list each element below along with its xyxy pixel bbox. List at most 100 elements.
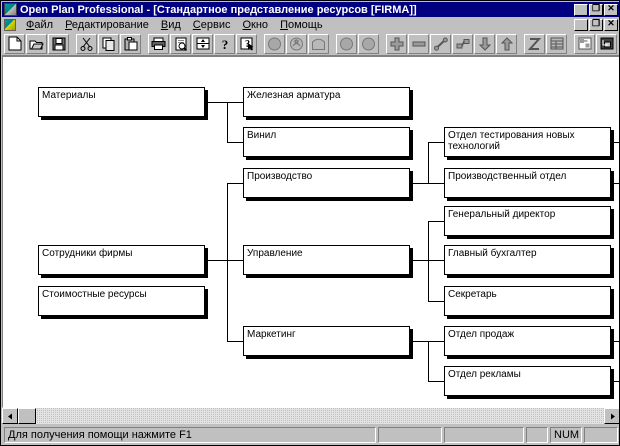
diagram-node-vinil[interactable]: Винил [243,127,410,157]
scrollbar-thumb[interactable] [18,408,36,424]
status-pane-a [378,427,442,443]
circle-filled-icon[interactable] [336,33,357,54]
diagram-node-label: Отдел продаж [448,329,515,340]
mdi-close-button[interactable]: ✕ [604,18,618,31]
document-icon[interactable] [4,18,16,31]
minimize-button[interactable]: _ [574,3,588,17]
menu-item-view-label: ид [168,18,181,31]
mdi-restore-icon: ❐ [591,18,601,28]
svg-text:?: ? [221,37,228,51]
diagram-node-label: Сотрудники фирмы [42,248,133,259]
diagram-node-label: Управление [247,248,303,259]
connector-n9-n7 [428,221,445,222]
menu-item-help[interactable]: Помощь [280,18,323,31]
diagram-node-label: Отдел тестирования новых технологий [448,130,575,152]
move-up-arrow-icon[interactable] [496,33,517,54]
diagram-node-sekretar[interactable]: Секретарь [444,286,611,316]
diagram-node-label: Винил [247,130,277,141]
status-pane-d [584,427,618,443]
mdi-minimize-button[interactable]: _ [574,18,588,32]
diagram-node-zheleznaya-armatura[interactable]: Железная арматура [243,87,410,117]
menu-item-view[interactable]: Вид [160,18,181,31]
mdi-minimize-icon: _ [577,20,585,32]
move-down-arrow-icon[interactable] [474,33,495,54]
horizontal-scrollbar[interactable] [2,408,619,424]
toolbar: ? ? [2,32,619,56]
unlink-icon[interactable] [452,33,473,54]
title-bar[interactable]: Open Plan Professional - [Стандартное пр… [2,2,619,17]
connector-n10-n9 [227,260,244,261]
mdi-window-buttons: _ ❐ ✕ [574,18,618,32]
menu-item-tools[interactable]: Сервис [192,18,231,31]
menu-item-edit[interactable]: Редактирование [65,18,149,31]
scroll-right-button[interactable] [604,408,619,424]
diagram-node-proizvodstvennyy-otdel[interactable]: Производственный отдел [444,168,611,198]
diagram-node-glavnyy-buhgalter[interactable]: Главный бухгалтер [444,245,611,275]
resource-circle-icon[interactable] [264,33,285,54]
diagram-node-generalnyy-direktor[interactable]: Генеральный директор [444,206,611,236]
link-icon[interactable] [430,33,451,54]
mdi-restore-button[interactable]: ❐ [589,18,603,31]
menu-item-edit-label: едактирование [71,18,149,31]
menu-item-file[interactable]: Файл [26,18,54,31]
paste-icon[interactable] [120,33,141,54]
diagram-node-label: Материалы [42,90,96,101]
connector-n6-spine [428,142,429,183]
diagram-node-label: Генеральный директор [448,209,556,220]
remove-minus-icon[interactable] [408,33,429,54]
connector-n10-out [208,260,227,261]
status-bar: Для получения помощи нажмите F1 NUM [2,425,619,445]
save-disk-icon[interactable] [48,33,69,54]
resource-pool-icon[interactable] [286,33,307,54]
print-preview-icon[interactable] [170,33,191,54]
sort-icon[interactable] [192,33,213,54]
help-question-icon[interactable]: ? [214,33,235,54]
diagram-node-stoimostnye-resursy[interactable]: Стоимостные ресурсы [38,286,205,316]
diagram-node-proizvodstvo[interactable]: Производство [243,168,410,198]
menu-item-window[interactable]: Окно [242,18,269,31]
connector-n15-out [611,381,619,382]
zigzag-icon[interactable] [524,33,545,54]
diagram-node-otdel-prodazh[interactable]: Отдел продаж [444,326,611,356]
menu-item-tools-label: ервис [200,18,231,31]
status-pane-c [526,427,548,443]
restore-icon: ❐ [591,3,601,13]
diagram-node-otdel-reklamy[interactable]: Отдел рекламы [444,366,611,396]
connector-n1-spine [227,102,228,143]
diagram-node-upravlenie[interactable]: Управление [243,245,410,275]
table-view-icon[interactable] [546,33,567,54]
minimize-icon: _ [577,5,585,17]
chevron-right-icon [610,413,615,419]
open-folder-icon[interactable] [26,33,47,54]
resource-breakdown-diagram: Материалы Железная арматура Винил Отдел … [3,57,619,407]
menu-bar: Файл Редактирование Вид Сервис Окно Помо… [2,17,619,32]
diagram-node-otdel-testirovaniya[interactable]: Отдел тестирования новых технологий [444,127,611,157]
circle-filled2-icon[interactable] [358,33,379,54]
fit-window-icon[interactable] [596,33,617,54]
layout-icon[interactable] [574,33,595,54]
scrollbar-track[interactable] [18,408,604,424]
close-button[interactable]: ✕ [604,3,618,16]
menu-item-window-label: кно [251,18,269,31]
connector-n4-out [611,142,619,143]
connector-n1-out [208,102,227,103]
new-file-icon[interactable] [4,33,25,54]
chevron-left-icon [7,413,12,419]
resource-group-icon[interactable] [308,33,329,54]
connector-n6-n5 [428,183,445,184]
diagram-node-marketing[interactable]: Маркетинг [243,326,410,356]
mdi-close-icon: ✕ [607,18,615,28]
print-icon[interactable] [148,33,169,54]
app-icon[interactable] [4,3,17,16]
diagram-node-sotrudniki-firmy[interactable]: Сотрудники фирмы [38,245,205,275]
add-plus-icon[interactable] [386,33,407,54]
restore-button[interactable]: ❐ [589,3,603,16]
context-help-icon[interactable]: ? [236,33,257,54]
copy-icon[interactable] [98,33,119,54]
diagram-node-materialy[interactable]: Материалы [38,87,205,117]
cut-scissors-icon[interactable] [76,33,97,54]
scroll-left-button[interactable] [2,408,18,424]
diagram-canvas-area[interactable]: Материалы Железная арматура Винил Отдел … [2,56,619,408]
svg-text:?: ? [245,39,250,50]
connector-n10-n13 [227,341,244,342]
